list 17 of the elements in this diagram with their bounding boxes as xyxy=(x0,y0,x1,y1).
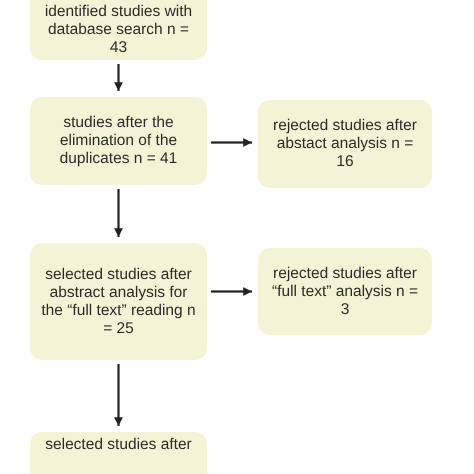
process-box xyxy=(258,248,432,335)
process-box xyxy=(30,432,207,474)
process-box xyxy=(30,97,207,185)
process-box xyxy=(30,0,207,60)
arrow xyxy=(211,287,252,296)
process-box xyxy=(258,100,432,188)
box-text: identified studies with database search n = 43 xyxy=(44,3,194,57)
box-text: selected studies after xyxy=(45,436,192,454)
box-text: rejected studies after abstact analysis n = 16 xyxy=(272,117,418,171)
arrow xyxy=(114,189,123,237)
arrow xyxy=(114,64,123,91)
box-text: selected studies after abstract analysis for the “full text” reading n = 25 xyxy=(40,266,197,338)
process-box xyxy=(30,243,207,360)
box-text: rejected studies after “full text” analysis n = 3 xyxy=(270,264,420,318)
arrow xyxy=(114,364,123,426)
arrow xyxy=(211,138,252,147)
box-text: studies after the elimination of the duplicates n = 41 xyxy=(58,114,178,168)
